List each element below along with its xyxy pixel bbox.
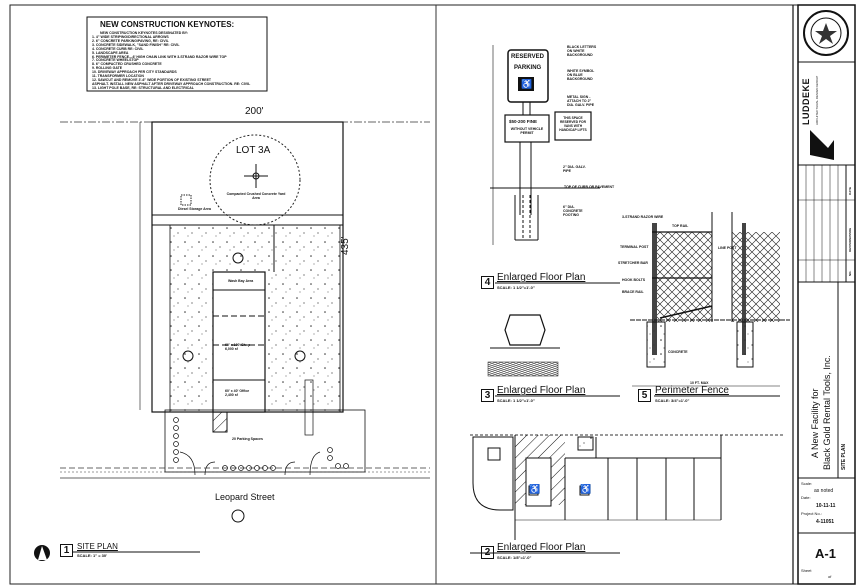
fence-label: STRETCHER BAR: [618, 261, 648, 265]
fence-label: LINE POST: [718, 246, 737, 250]
detail-number: 2: [481, 546, 494, 559]
scale-value: as noted: [814, 488, 834, 494]
sheet-number: A-1: [815, 546, 836, 561]
storage-label: Diesel Storage Area: [178, 207, 211, 211]
keynote: 4. CONCRETE CURB RE: CIVIL: [92, 46, 144, 51]
detail-title: SITE PLAN: [77, 542, 118, 551]
sign-reserved: RESERVED: [511, 54, 544, 60]
firm-name: LUDDEKE: [801, 77, 811, 125]
width-dimension: 200': [245, 106, 264, 117]
detail-title: Perimeter Fence: [655, 385, 729, 396]
detail-number: 5: [638, 389, 651, 402]
sign-note: TOP OF CURB OR PAVEMENT: [564, 185, 615, 189]
detail-title: Enlarged Floor Plan: [497, 272, 586, 283]
sheet-title: SITE PLAN: [841, 443, 847, 470]
scale-label: Scale:: [801, 481, 813, 486]
sign-note: WHITE SYMBOL ON BLUE BACKGROUND: [567, 69, 595, 81]
lot-label: LOT 3A: [236, 145, 271, 156]
revision-header: REVISION/ISSUE: [848, 227, 852, 252]
sign-fine: $50-200 FINE: [509, 119, 538, 124]
detail-scale: SCALE: 3/4"=1'-0": [655, 398, 690, 403]
detail-scale: SCALE: 1 1/2"=1'-0": [497, 285, 535, 290]
wash-bay-label: Wash Bay Area: [228, 279, 254, 283]
sheet-label: Sheet: [801, 568, 812, 573]
sign-parking: PARKING: [514, 65, 542, 71]
keynote: 12. SAWCUT AND REMOVE 3'-6" WIDE PORTION…: [92, 77, 212, 82]
sign-note: 6" DIA. CONCRETE FOOTING: [563, 205, 583, 217]
fence-label: TERMINAL POST: [620, 245, 649, 249]
north-arrow-icon: [34, 545, 50, 561]
sign-note: METAL SIGN - ATTACH TO 2" DIA. GALV. PIP…: [567, 95, 595, 107]
accessible-parking-icon: ♿: [580, 484, 592, 494]
fence-label: 10 FT. MAX: [690, 381, 709, 385]
revision-header: NO.: [848, 270, 852, 276]
detail-scale: SCALE: 1 1/2"=1'-0": [497, 398, 535, 403]
seal-icon: [803, 10, 849, 56]
keynote: 9. ROLLING GATE: [92, 66, 123, 71]
firm-subtitle: ARCHITECTURAL DESIGN GROUP: [815, 75, 819, 125]
fence-label: TOP RAIL: [672, 224, 689, 228]
accessible-parking-icon: ♿: [529, 484, 541, 494]
keynote: 7. CONCRETE WHEELSTOP: [92, 58, 139, 63]
wheelchair-icon: ♿: [521, 79, 533, 89]
keynote: 1. 4" WIDE STRIPING/DIRECTIONAL ARROWS: [92, 35, 169, 39]
street-label: Leopard Street: [215, 492, 275, 502]
keynotes-list: 1. 4" WIDE STRIPING/DIRECTIONAL ARROWS 2…: [92, 35, 251, 91]
revision-header: DATE: [848, 187, 852, 195]
sign-note: BLACK LETTERS ON WHITE BACKGROUND: [567, 45, 597, 57]
keynote: 2. 6" CONCRETE PARKING/PAVING, RE: CIVIL: [92, 38, 169, 43]
project-label: Project No.:: [801, 511, 822, 516]
detail-title: Enlarged Floor Plan: [497, 542, 586, 553]
keynote: 6. PERIMETER FENCE—6' HIGH CHAIN LINK WI…: [92, 54, 227, 59]
fence-label: CONCRETE: [668, 350, 688, 354]
detail-title: Enlarged Floor Plan: [497, 385, 586, 396]
keynote: 11. TRANSFORMER LOCATION: [92, 74, 144, 79]
of-label: of: [828, 574, 832, 579]
keynote: 3. CONCRETE SIDEWALK, "SAND FINISH" RE: …: [92, 42, 180, 47]
keynotes-title: NEW CONSTRUCTION KEYNOTES:: [100, 20, 235, 29]
keynote: 5. LANDSCAPE AREA: [92, 50, 129, 55]
sign-fine-2: WITHOUT VEHICLE PERMIT: [510, 127, 544, 135]
office-label: 60' x 40' Office 2,400 sf: [225, 389, 250, 397]
detail-scale: SCALE: 1/8"=1'-0": [497, 555, 532, 560]
project-title-line1: A New Facility for: [810, 388, 820, 458]
fence-label: 3-STRAND RAZOR WIRE: [622, 215, 664, 219]
keynote: 10. DRIVEWAY APPROACH PER CITY STANDARDS: [92, 70, 177, 75]
yard-label: Compacted Crushed Concrete Yard Area: [226, 192, 286, 200]
fence-label: HOOK BOLTS: [622, 278, 646, 282]
date-label: Date:: [801, 495, 811, 500]
parking-label: 20 Parking Spaces: [232, 437, 263, 441]
project-title-line2: Black Gold Rental Tools, Inc.: [822, 355, 832, 470]
keynote: 13. LIGHT POLE BASE, RE: STRUCTURAL AND …: [92, 85, 194, 90]
luddeke-logo-icon: [810, 130, 834, 160]
detail-scale: SCALE: 1" = 30': [77, 553, 108, 558]
keynote: 8. 6" COMPACTED CRUSHED CONCRETE: [92, 62, 162, 67]
detail-number: 4: [481, 276, 494, 289]
project-value: 4-11051: [816, 519, 835, 525]
date-value: 10-11-11: [816, 503, 836, 509]
detail-number: 3: [481, 389, 494, 402]
keynote: ASPHALT. INSTALL NEW ASPHALT AFTER DRIVE…: [92, 81, 251, 86]
fence-label: BRACE RAIL: [622, 290, 644, 294]
shop-label: 60' x 100' Shop 6,000 sf: [225, 343, 251, 351]
detail-number: 1: [60, 544, 73, 557]
sign-note: 2" DIA. GALV. PIPE: [563, 165, 586, 173]
sign-van: THIS SPACE RESERVED FOR VANS WITH HANDIC…: [559, 116, 587, 132]
keynotes-subtitle: NEW CONSTRUCTION KEYNOTES DESIGNATED BY:: [100, 31, 188, 35]
depth-dimension: 435': [340, 236, 351, 255]
